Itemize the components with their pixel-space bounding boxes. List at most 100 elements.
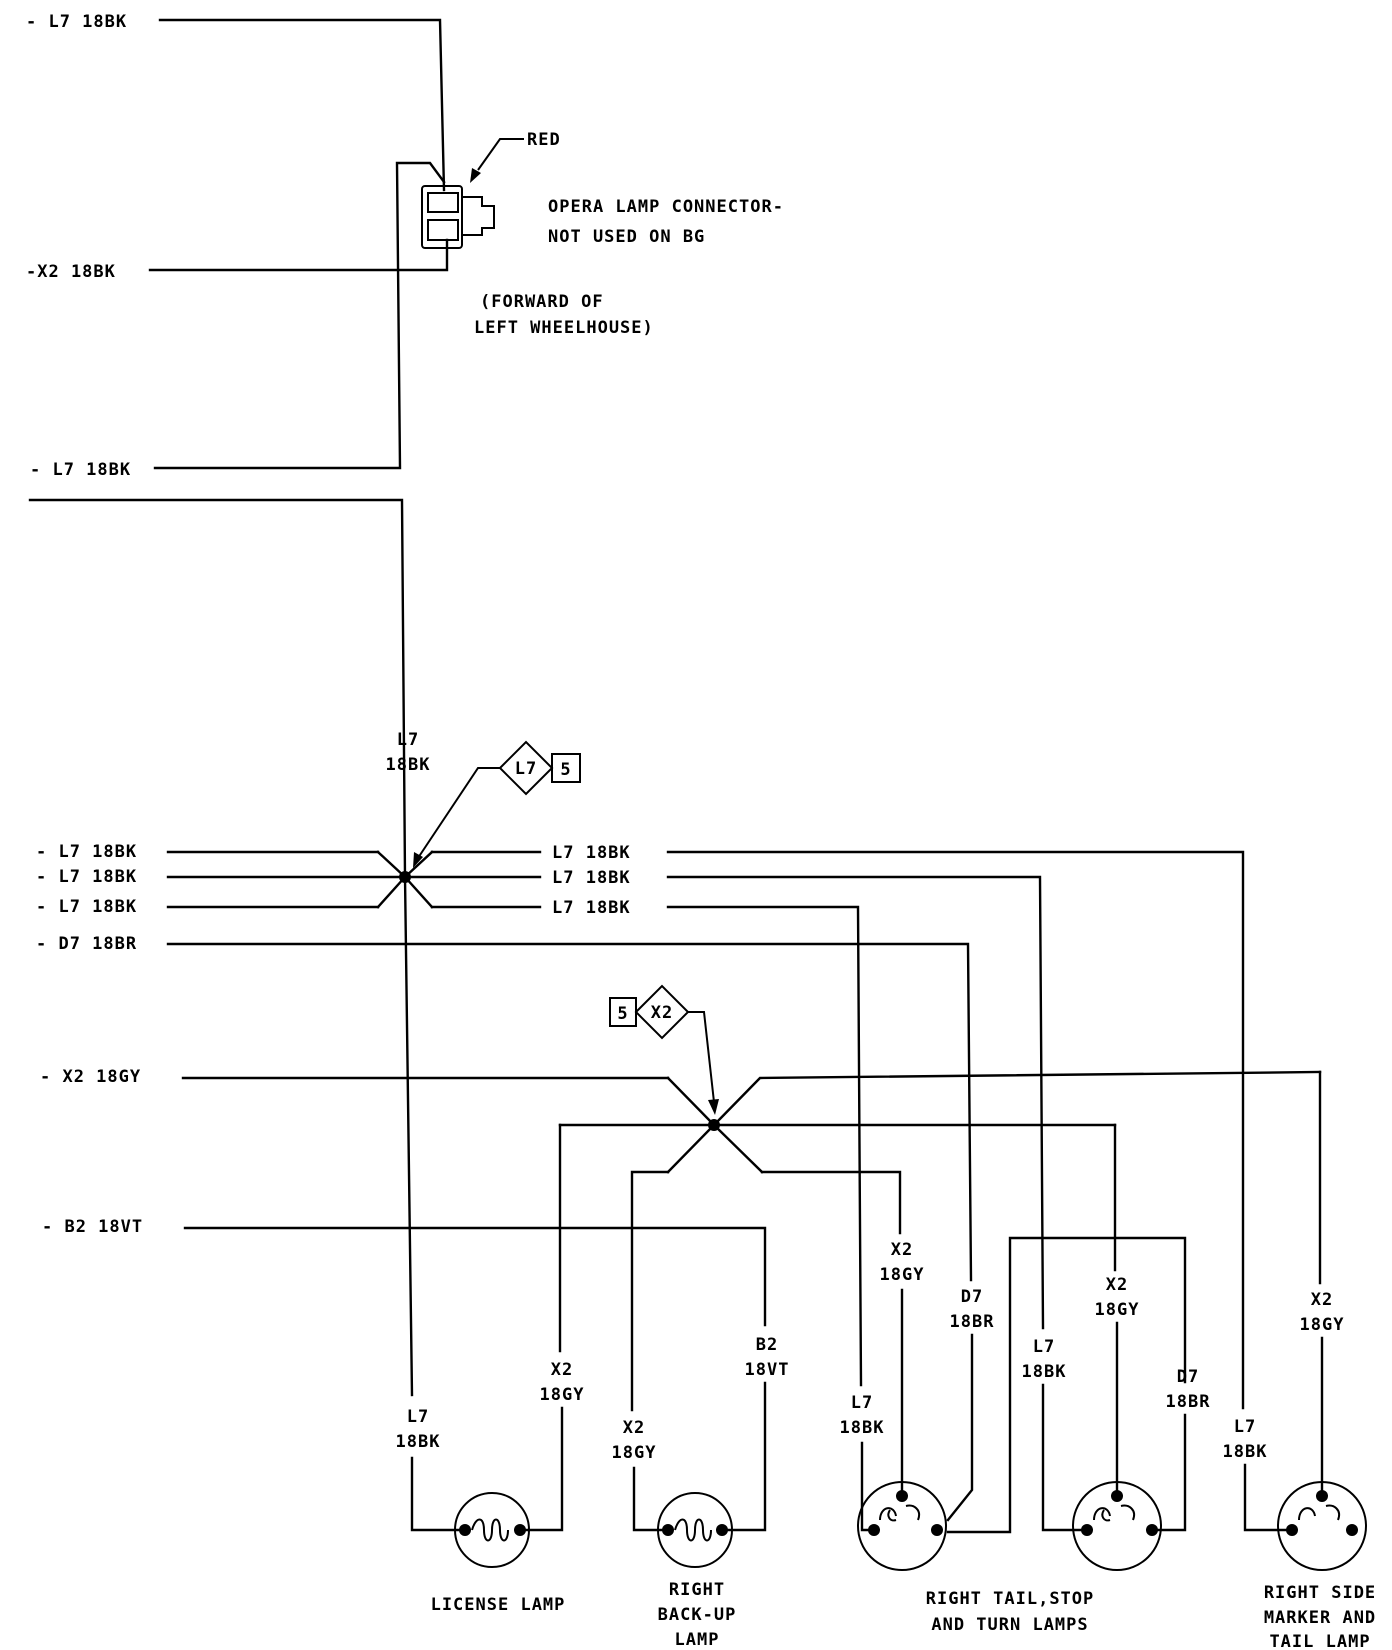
wire-x2-lower-left (630, 1170, 670, 1412)
input-x2-gy: - X2 18GY (40, 1067, 141, 1087)
x2-splice-section: X2 5 (181, 984, 1322, 1174)
marker-lamp-terminal-r (1346, 1524, 1358, 1536)
license-lamp-caption: LICENSE LAMP (431, 1595, 566, 1615)
opera-location-1: (FORWARD OF (480, 292, 604, 312)
tail-lamp-1-terminal-r (931, 1524, 943, 1536)
sm-x2-wire: X2 (1311, 1290, 1333, 1310)
lic-x2-wire: X2 (551, 1360, 573, 1380)
backup-lamp-housing (657, 1492, 733, 1568)
t2-d7-wire: D7 (1177, 1367, 1199, 1387)
sm-l7-size: 18BK (1223, 1442, 1268, 1462)
backup-lamp-terminal-r (716, 1524, 728, 1536)
wire-bu-x2-drop (632, 1466, 670, 1532)
x2-splice-point (708, 1119, 720, 1131)
bu-x2-wire: X2 (623, 1418, 645, 1438)
l7-feed-wire-label: L7 (397, 730, 419, 750)
tail-lamp-1-housing (857, 1481, 947, 1571)
lic-l7-size: 18BK (396, 1432, 441, 1452)
wire-bu-b2-drop (720, 1381, 767, 1532)
tail-lamps-caption-1: RIGHT TAIL,STOP (926, 1589, 1095, 1609)
marker-lamp-terminal-l (1286, 1524, 1298, 1536)
t2-d7-size: 18BR (1166, 1392, 1211, 1412)
tail-lamps-caption-2: AND TURN LAMPS (931, 1615, 1088, 1635)
t2-l7-size: 18BK (1022, 1362, 1067, 1382)
wire-l7-to-tail1 (666, 905, 863, 1387)
sm-x2-size: 18GY (1300, 1315, 1345, 1335)
opera-connector-latch (462, 196, 495, 236)
wire-t1-jumper (946, 1236, 1187, 1534)
tail-lamp-2-terminal-l (1081, 1524, 1093, 1536)
x2-splice-num: 5 (617, 1004, 628, 1024)
license-lamp (454, 1492, 530, 1568)
opera-connector-body (421, 185, 463, 249)
x2-splice-leader (688, 1011, 715, 1103)
wire-l7-top (158, 18, 446, 192)
wire-x2-lower-right (760, 1170, 902, 1235)
bu-x2-size: 18GY (612, 1443, 657, 1463)
tail-lamp-2 (1072, 1481, 1162, 1571)
t2-x2-wire: X2 (1106, 1275, 1128, 1295)
marker-lamp-filaments (1298, 1504, 1340, 1521)
drop-labels: L7 18BK X2 18GY X2 18GY B2 18VT L7 18BK … (396, 1240, 1345, 1463)
tail-lamp-2-housing (1072, 1481, 1162, 1571)
tail-lamp-2-terminal-r (1146, 1524, 1158, 1536)
bu-b2-wire: B2 (756, 1335, 778, 1355)
t1-x2-size: 18GY (880, 1265, 925, 1285)
tail-lamp-1-terminal-l (868, 1524, 880, 1536)
wire-l7-to-marker (666, 850, 1245, 1410)
l7-out-label-2: L7 18BK (552, 868, 631, 888)
bu-b2-size: 18VT (745, 1360, 790, 1380)
marker-lamp (1277, 1481, 1367, 1571)
wire-lic-x2-drop (518, 1406, 564, 1532)
wire-sm-l7-drop (1243, 1463, 1292, 1532)
l7-feed-size-label: 18BK (386, 755, 431, 775)
opera-location-2: LEFT WHEELHOUSE) (474, 318, 654, 338)
wire-d7-main (166, 942, 973, 1282)
t1-l7-wire: L7 (851, 1393, 873, 1413)
license-lamp-housing (454, 1492, 530, 1568)
marker-lamp-caption-1: RIGHT SIDE (1264, 1583, 1376, 1603)
wire-l7-feed (28, 498, 407, 879)
input-l7-top: - L7 18BK (26, 12, 127, 32)
wire-l7-opera (153, 161, 446, 470)
t2-x2-size: 18GY (1095, 1300, 1140, 1320)
wire-t2-l7-drop (1041, 1383, 1087, 1532)
opera-connector-title-2: NOT USED ON BG (548, 227, 705, 247)
input-l7-opera: - L7 18BK (30, 460, 131, 480)
license-lamp-terminal-r (514, 1524, 526, 1536)
backup-lamp-terminal-l (662, 1524, 674, 1536)
wire-l7-to-tail2 (666, 875, 1045, 1330)
input-l7-c: - L7 18BK (36, 897, 137, 917)
input-x2-opera: -X2 18BK (26, 262, 116, 282)
opera-connector-cavity-top (427, 192, 459, 213)
license-lamp-terminal-l (459, 1524, 471, 1536)
t2-l7-wire: L7 (1033, 1337, 1055, 1357)
red-label: RED (527, 130, 561, 150)
x2-splice-id-box (609, 997, 637, 1027)
input-b2: - B2 18VT (42, 1217, 143, 1237)
sm-l7-wire: L7 (1234, 1417, 1256, 1437)
l7-splice-leader-arrow (413, 852, 423, 868)
x2-splice-leader-arrow (708, 1099, 719, 1115)
l7-splice-section: L7 18BK L7 5 (28, 498, 581, 909)
input-l7-b: - L7 18BK (36, 867, 137, 887)
marker-lamp-housing (1277, 1481, 1367, 1571)
l7-out-label-3: L7 18BK (552, 898, 631, 918)
marker-lamp-caption-2: MARKER AND (1264, 1608, 1376, 1628)
l7-splice-id: L7 (515, 759, 537, 779)
wire-t1-l7-drop (860, 1441, 876, 1532)
tail-lamp-1 (857, 1481, 947, 1571)
wire-x2-join-lower (666, 1123, 764, 1174)
wire-lic-l7-drop (410, 1456, 467, 1532)
opera-connector-title-1: OPERA LAMP CONNECTOR- (548, 197, 784, 217)
input-l7-a: - L7 18BK (36, 842, 137, 862)
wire-x2-opera (148, 238, 449, 272)
wire-t2-d7-drop (1155, 1413, 1187, 1532)
tail-lamp-2-terminal-t (1111, 1490, 1123, 1502)
t1-d7-size: 18BR (950, 1312, 995, 1332)
backup-lamp (657, 1492, 733, 1568)
x2-splice-id: X2 (651, 1003, 673, 1023)
t1-l7-size: 18BK (840, 1418, 885, 1438)
opera-connector-cavity-bottom (427, 219, 459, 241)
